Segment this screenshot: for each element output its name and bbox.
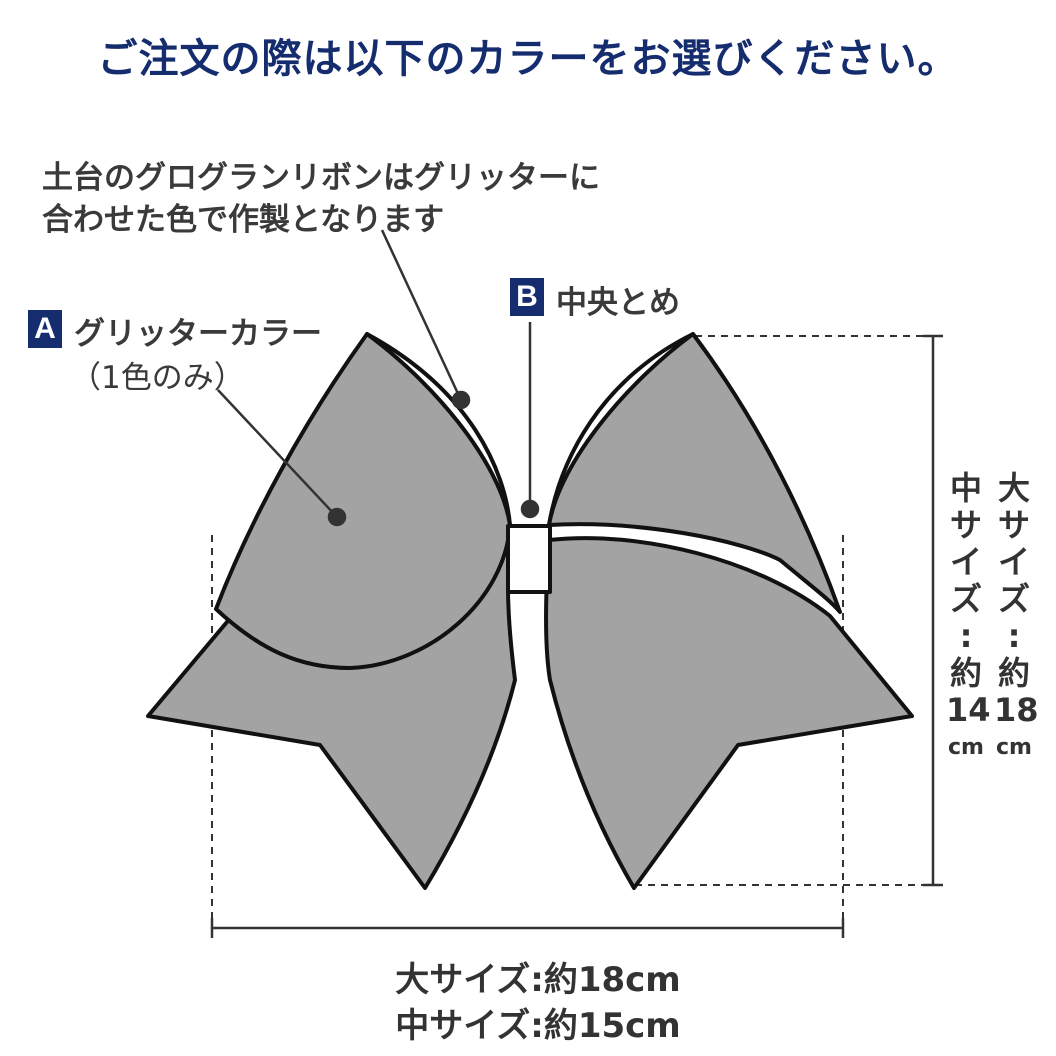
height-medium-char: 約 — [949, 654, 982, 692]
leader-base-ribbon — [380, 229, 462, 399]
height-label-large: 大 サ イ ズ : 約 18 cm — [994, 469, 1039, 766]
part-a-badge: A — [28, 310, 62, 348]
height-large-value: 18 — [994, 691, 1039, 729]
base-ribbon-note-line2: 合わせた色で作製となります — [42, 202, 445, 238]
part-a-label: グリッターカラー — [74, 316, 322, 352]
height-large-char: 約 — [997, 654, 1030, 692]
height-large-unit: cm — [996, 735, 1032, 760]
height-large-char: ズ — [997, 580, 1030, 618]
height-medium-char: イ — [949, 543, 982, 581]
base-ribbon-note-line1: 土台のグログランリボンはグリッターに — [42, 160, 600, 196]
leader-lines — [217, 229, 540, 527]
page-title: ご注文の際は以下のカラーをお選びください。 — [97, 36, 959, 82]
height-medium-char: 中 — [949, 469, 982, 507]
height-medium-char: ズ — [949, 580, 982, 618]
leader-dot-part-a — [327, 507, 347, 527]
part-b-badge: B — [510, 278, 544, 316]
part-b-label: 中央とめ — [556, 285, 680, 321]
height-large-char: サ — [997, 506, 1030, 544]
height-medium-char: サ — [949, 506, 982, 544]
leader-dot-part-b — [520, 499, 540, 519]
width-label-large: 大サイズ:約18cm — [395, 960, 681, 1000]
right-loop — [547, 332, 842, 614]
bow — [146, 332, 914, 890]
height-medium-unit: cm — [948, 735, 984, 760]
width-label-medium: 中サイズ:約15cm — [395, 1006, 681, 1046]
height-medium-char: : — [959, 617, 973, 655]
height-large-char: イ — [997, 543, 1030, 581]
dimension-guides — [210, 334, 943, 938]
height-large-char: 大 — [997, 469, 1030, 507]
part-a-sublabel: （1色のみ） — [70, 360, 245, 396]
leader-dot-base-ribbon — [451, 390, 471, 410]
height-large-char: : — [1007, 617, 1021, 655]
right-tail — [544, 536, 914, 890]
left-loop — [214, 332, 512, 670]
height-label-medium: 中 サ イ ズ : 約 14 cm — [946, 469, 991, 766]
center-knot — [506, 524, 552, 594]
height-medium-value: 14 — [946, 691, 991, 729]
leader-part-a — [217, 389, 337, 517]
